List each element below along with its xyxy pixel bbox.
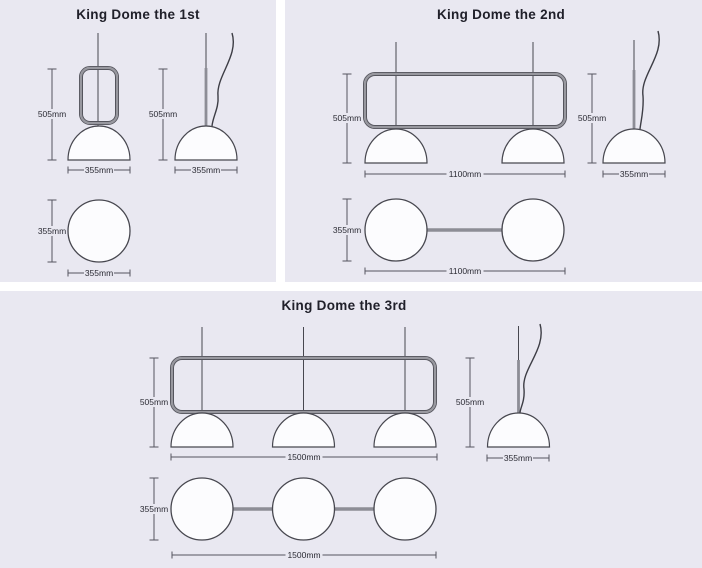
dome-shade [602, 128, 666, 164]
power-cord [211, 32, 234, 127]
dome-shade [271, 412, 336, 448]
dome-shade [174, 125, 238, 161]
shade-outline [501, 198, 565, 262]
width-dimension: 355mm [174, 165, 238, 175]
width-dimension: 1500mm [171, 550, 437, 560]
dome-shade [486, 412, 551, 448]
dimension-label: 355mm [333, 225, 361, 235]
dimension-label: 1100mm [449, 266, 481, 276]
dimension-label: 505mm [578, 113, 606, 123]
dimension-label: 355mm [620, 169, 648, 179]
dimension-label: 355mm [504, 453, 532, 463]
panel-king-dome-1st: King Dome the 1st 505mm 3 [37, 7, 238, 278]
horizontal-divider [0, 282, 702, 291]
height-dimension: 505mm [139, 357, 169, 448]
dimension-label: 355mm [140, 504, 168, 514]
height-dimension: 505mm [332, 73, 362, 164]
top-view: 355mm 1100mm [332, 198, 566, 276]
front-view-cord: 505mm 355mm [148, 32, 238, 175]
power-cord [639, 30, 660, 130]
shade-outline [170, 477, 234, 541]
dimension-label: 505mm [38, 109, 66, 119]
shade-outline [67, 199, 131, 263]
power-cord [519, 323, 542, 414]
frame [79, 66, 119, 125]
panel-king-dome-2nd: King Dome the 2nd 505mm [332, 7, 666, 276]
dimension-label: 355mm [85, 268, 113, 278]
height-dimension: 505mm [577, 73, 607, 164]
width-dimension: 1500mm [170, 452, 438, 462]
dome-shade [67, 125, 131, 161]
width-dimension: 1100mm [364, 266, 566, 276]
width-dimension: 1100mm [364, 169, 566, 179]
panel-title: King Dome the 2nd [437, 7, 565, 22]
front-view-cord: 505mm 355mm [577, 30, 666, 179]
front-view-framed: 505mm 1100mm [332, 42, 567, 179]
height-dimension: 355mm [332, 198, 362, 262]
dimension-label: 1100mm [449, 169, 481, 179]
dome-shade [364, 128, 428, 164]
dome-shade [373, 412, 437, 448]
shade-outline [271, 477, 336, 541]
panel-title: King Dome the 3rd [281, 298, 406, 313]
dimension-label: 355mm [192, 165, 220, 175]
panel-title: King Dome the 1st [76, 7, 200, 22]
front-view-framed: 505mm 355mm [37, 33, 131, 175]
front-view-cord: 505mm 355mm [455, 323, 551, 463]
width-dimension: 355mm [602, 169, 666, 179]
dome-shade [501, 128, 565, 164]
front-view-framed: 505mm 1500mm [139, 327, 438, 462]
dimension-label: 1500mm [287, 452, 320, 462]
shade-outline [364, 198, 428, 262]
vertical-divider [276, 0, 285, 282]
dimension-label: 505mm [140, 397, 168, 407]
dimension-label: 1500mm [287, 550, 320, 560]
dimension-label: 505mm [149, 109, 177, 119]
height-dimension: 505mm [148, 68, 178, 161]
frame [363, 72, 567, 129]
shade-outline [373, 477, 437, 541]
top-view: 355mm 355mm [37, 199, 131, 278]
top-view: 355mm 1500mm [139, 477, 437, 560]
height-dimension: 505mm [37, 68, 67, 161]
height-dimension: 505mm [455, 357, 485, 448]
dimension-label: 505mm [456, 397, 484, 407]
panel-king-dome-3rd: King Dome the 3rd 505mm [139, 298, 551, 560]
dimension-label: 355mm [85, 165, 113, 175]
height-dimension: 355mm [37, 199, 67, 263]
width-dimension: 355mm [486, 453, 550, 463]
dimension-label: 355mm [38, 226, 66, 236]
dome-shade [170, 412, 234, 448]
height-dimension: 355mm [139, 477, 169, 541]
width-dimension: 355mm [67, 268, 131, 278]
dimension-label: 505mm [333, 113, 361, 123]
width-dimension: 355mm [67, 165, 131, 175]
